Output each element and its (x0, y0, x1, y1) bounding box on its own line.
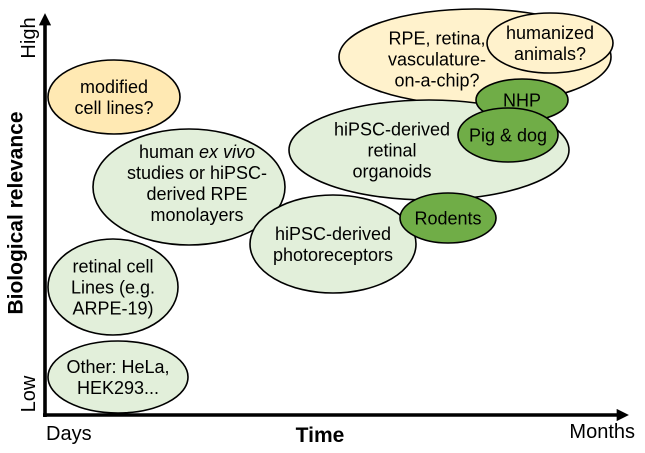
bubble-shape-pig-dog (457, 107, 559, 163)
bubble-shape-retinal-cell-lines (47, 238, 179, 336)
bubble-pig-dog: Pig & dog (457, 107, 559, 163)
bubble-label-nhp: NHP (503, 90, 541, 110)
y-axis-max-label: High (18, 17, 40, 58)
bubble-label-pig-dog: Pig & dog (469, 125, 547, 145)
bubble-label-other-hela: Other: HeLa,HEK293... (66, 357, 169, 398)
y-axis-title: Biological relevance (4, 111, 27, 314)
bubble-rodents: Rodents (399, 192, 497, 244)
x-axis-min-label: Days (46, 423, 92, 445)
bubble-shape-humanized-animals (486, 12, 614, 74)
bubble-shape-ex-vivo (92, 128, 286, 246)
bubble-shape-modified-cell-lines (47, 59, 181, 135)
bubble-shape-rodents (399, 192, 497, 244)
bubble-shape-other-hela (47, 340, 189, 414)
bubble-label-rpe-chip: RPE, retina,vasculature-on-a-chip? (388, 28, 486, 90)
x-axis-max-label: Months (569, 421, 635, 443)
x-axis-title: Time (296, 424, 345, 447)
y-axis-min-label: Low (18, 375, 40, 412)
bubble-shape-photoreceptors (249, 194, 417, 294)
bubble-label-rodents: Rodents (414, 208, 481, 228)
bubble-other-hela: Other: HeLa,HEK293... (47, 340, 189, 414)
